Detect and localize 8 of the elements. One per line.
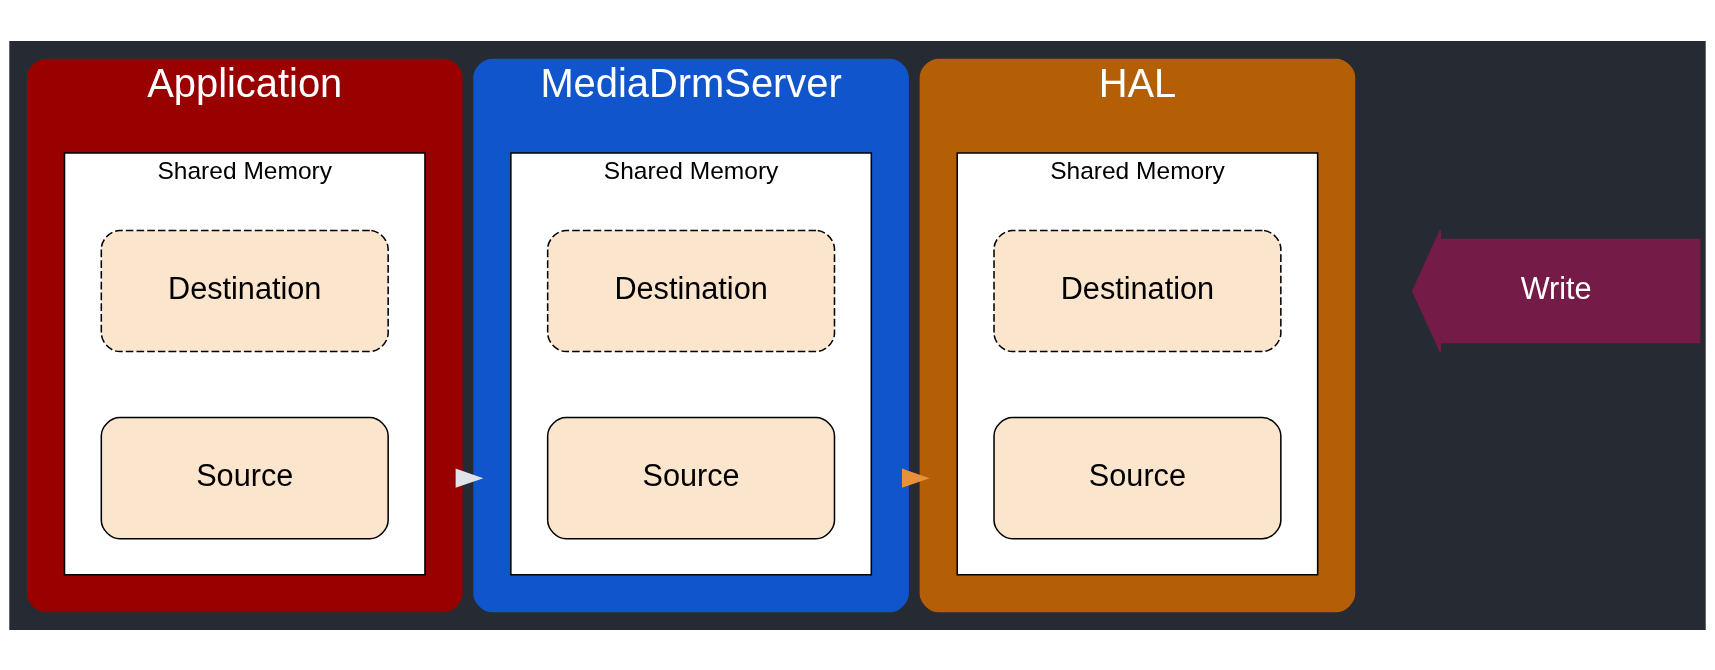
node-box: Destination — [546, 229, 836, 352]
node-box: Destination — [993, 229, 1282, 352]
arrow — [901, 467, 930, 488]
arrow — [455, 467, 484, 488]
node-box: Source — [100, 416, 389, 539]
node-box: Source — [993, 416, 1282, 539]
node-box: Source — [546, 416, 836, 539]
node-box: Destination — [100, 229, 389, 352]
